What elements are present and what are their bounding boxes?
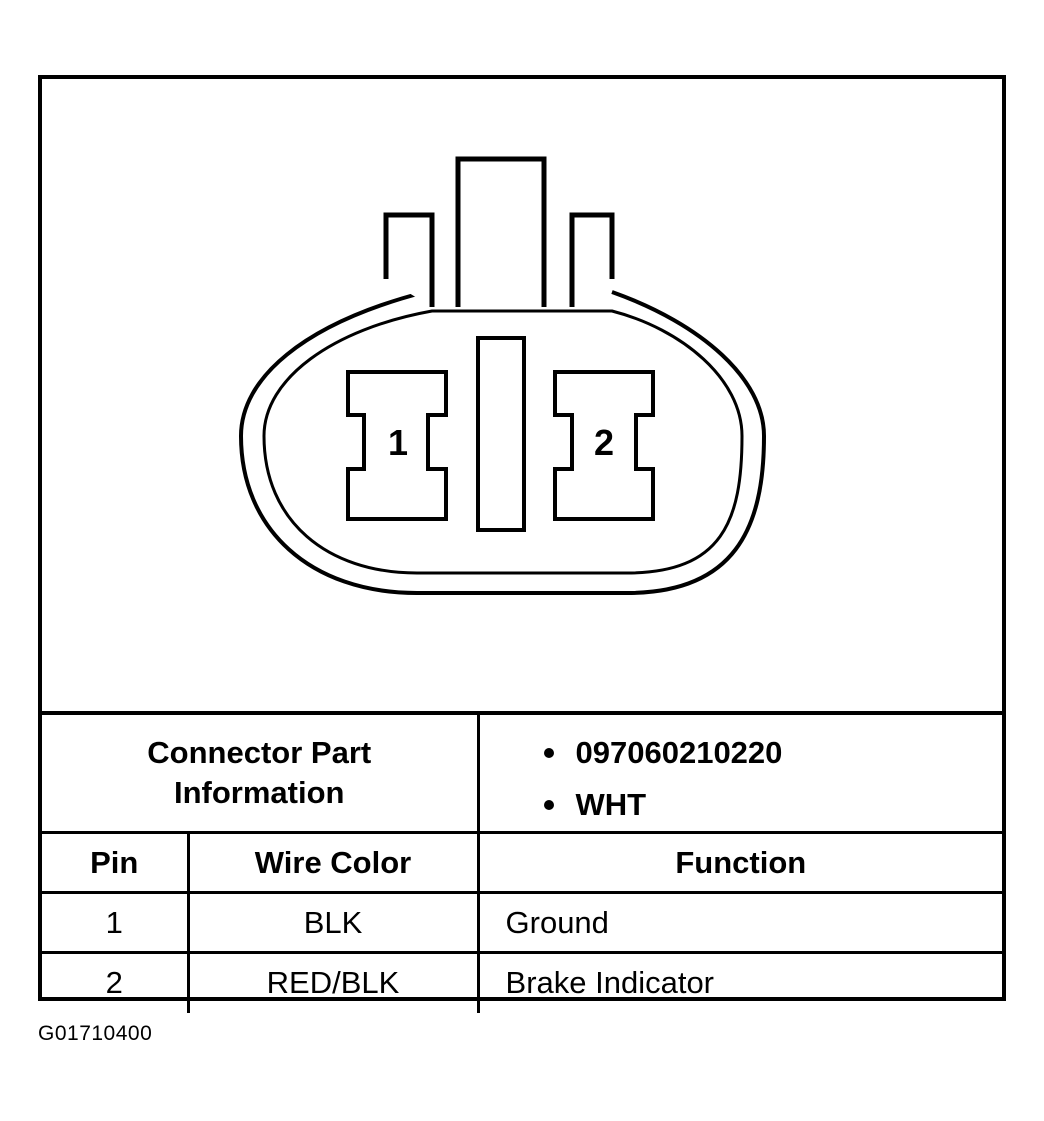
pin-cell: 2	[42, 951, 190, 1013]
function-column-header: Function	[476, 831, 1003, 894]
left-latch-tab	[383, 212, 435, 307]
center-key-tab	[455, 156, 547, 307]
connector-part-info-values: 097060210220 WHT	[476, 711, 1003, 834]
center-divider-bar	[476, 336, 526, 532]
pin-cell: 1	[42, 891, 190, 954]
connector-color: WHT	[540, 779, 1003, 831]
table-row: 1 BLK Ground	[42, 891, 1003, 954]
pin-2-cavity	[553, 370, 655, 521]
connector-part-info-label-line1: Connector Part	[147, 735, 372, 770]
connector-part-info-label: Connector Part Information	[42, 711, 480, 834]
part-number: 097060210220	[540, 727, 1003, 779]
function-cell: Brake Indicator	[476, 951, 1003, 1013]
connector-body-inner-outline	[262, 309, 744, 575]
pin-1-label: 1	[388, 422, 408, 463]
connector-part-info-row: Connector Part Information 097060210220 …	[42, 711, 1003, 834]
connector-frame: 1 2 Connector Part Information 097060210…	[38, 75, 1006, 1013]
wire-color-cell: BLK	[186, 891, 480, 954]
table-row: 2 RED/BLK Brake Indicator	[42, 951, 1003, 1013]
figure-code: G01710400	[38, 1022, 153, 1045]
pin-1-cavity	[346, 370, 448, 521]
right-latch-tab	[569, 212, 615, 307]
function-cell: Ground	[476, 891, 1003, 954]
table-header-row: Pin Wire Color Function	[42, 831, 1003, 894]
connector-info-table: Connector Part Information 097060210220 …	[42, 711, 1003, 1013]
pin-column-header: Pin	[42, 831, 190, 894]
connector-part-info-label-line2: Information	[174, 775, 345, 810]
wire-color-column-header: Wire Color	[186, 831, 480, 894]
wire-color-cell: RED/BLK	[186, 951, 480, 1013]
connector-body-outline	[238, 290, 767, 595]
connector-face-diagram: 1 2	[238, 156, 767, 595]
pin-2-label: 2	[594, 422, 614, 463]
